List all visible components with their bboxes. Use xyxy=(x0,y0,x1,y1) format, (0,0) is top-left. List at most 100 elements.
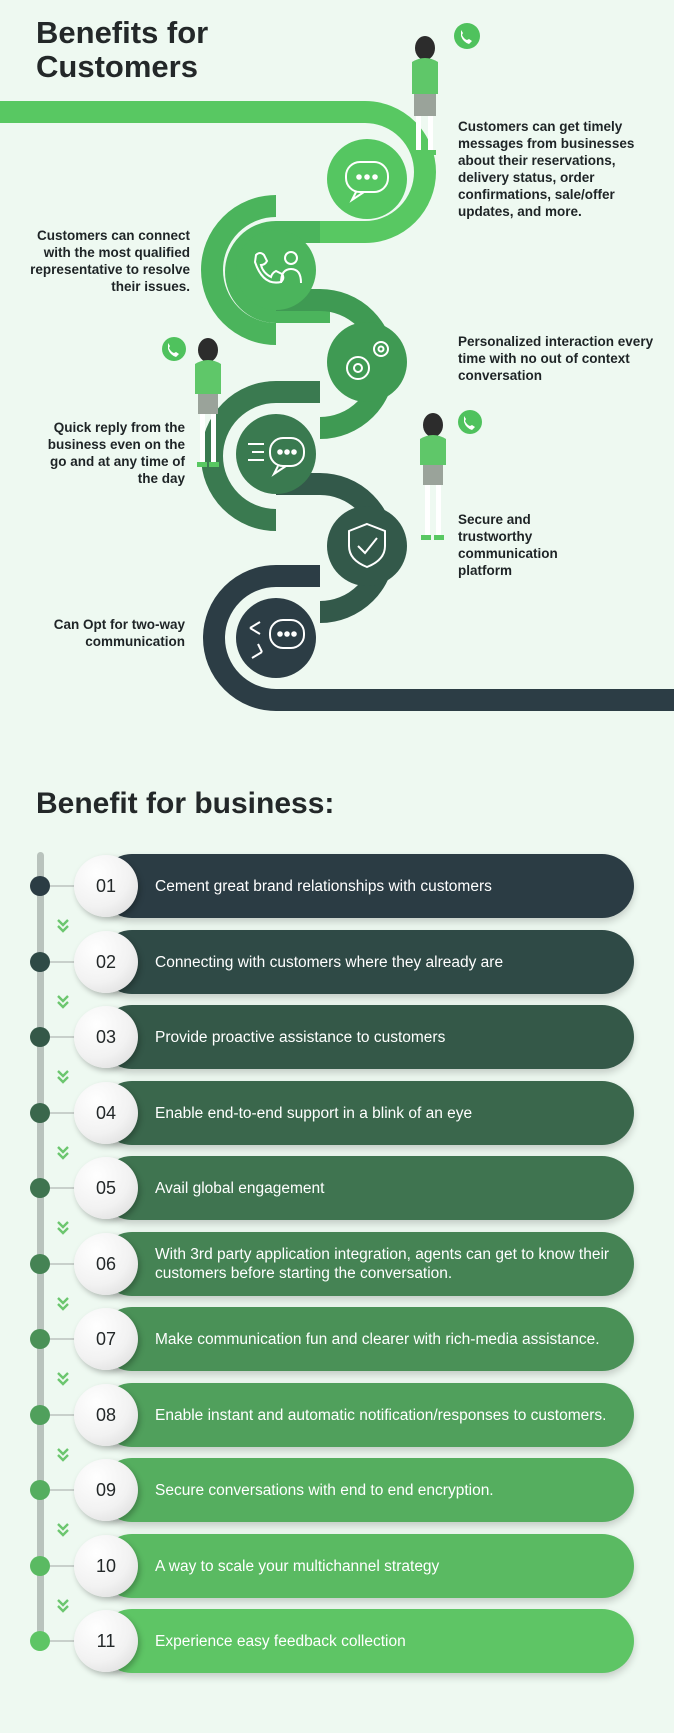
timeline-connector xyxy=(50,1036,80,1038)
woman-phone-illustration-1 xyxy=(412,36,438,155)
benefit-bar-text: With 3rd party application integration, … xyxy=(155,1246,610,1282)
chevron-down-icon xyxy=(57,1070,69,1084)
benefit-bar-text: Connecting with customers where they alr… xyxy=(155,953,504,971)
timeline-dot xyxy=(30,1103,50,1123)
benefit-bar: A way to scale your multichannel strateg… xyxy=(100,1534,634,1598)
business-benefit-row: A way to scale your multichannel strateg… xyxy=(0,1534,674,1598)
benefit-text-5: Secure and trustworthy communication pla… xyxy=(458,512,558,578)
timeline-connector xyxy=(50,961,80,963)
benefit-bar-text: Enable end-to-end support in a blink of … xyxy=(155,1104,473,1122)
benefit-number-badge: 10 xyxy=(74,1535,138,1597)
benefit-number-badge: 05 xyxy=(74,1157,138,1219)
timeline-dot xyxy=(30,1178,50,1198)
business-benefit-row: Enable end-to-end support in a blink of … xyxy=(0,1081,674,1145)
shield-check-icon xyxy=(348,522,386,569)
benefit-bar-text: Cement great brand relationships with cu… xyxy=(155,877,492,895)
chevron-down-icon xyxy=(57,1221,69,1235)
woman-phone-illustration-2 xyxy=(195,338,221,467)
timeline-dot xyxy=(30,1027,50,1047)
timeline-dot xyxy=(30,1405,50,1425)
timeline-connector xyxy=(50,1489,80,1491)
benefit-text-2: Customers can connect with the most qual… xyxy=(30,228,190,294)
benefit-circle-6 xyxy=(236,598,316,678)
business-benefit-row: Make communication fun and clearer with … xyxy=(0,1307,674,1371)
chevron-down-icon xyxy=(57,919,69,933)
benefit-text-1: Customers can get timely messages from b… xyxy=(458,119,635,219)
gears-icon xyxy=(346,341,389,380)
timeline-line xyxy=(37,852,44,1642)
path-segment-top xyxy=(0,101,436,173)
agents-phone-icon xyxy=(253,251,302,284)
business-benefit-row: Experience easy feedback collection 11 xyxy=(0,1609,674,1673)
benefit-number-badge: 09 xyxy=(74,1459,138,1521)
benefit-bar: Cement great brand relationships with cu… xyxy=(100,854,634,918)
benefit-bar: Provide proactive assistance to customer… xyxy=(100,1005,634,1069)
chevron-down-icon xyxy=(57,1599,69,1613)
path-segment-2b xyxy=(201,195,277,345)
benefit-circle-3 xyxy=(327,322,407,402)
customers-title-line2: Customers xyxy=(36,49,198,84)
business-benefit-row: Secure conversations with end to end enc… xyxy=(0,1458,674,1522)
benefit-circle-4 xyxy=(236,414,316,494)
timeline-dot xyxy=(30,1254,50,1274)
benefit-number-badge: 11 xyxy=(74,1610,138,1672)
customers-title: Benefits for Customers xyxy=(36,16,276,84)
business-title: Benefit for business: xyxy=(36,787,335,820)
timeline-connector xyxy=(50,1112,80,1114)
benefit-bar: Make communication fun and clearer with … xyxy=(100,1307,634,1371)
benefit-number-badge: 01 xyxy=(74,855,138,917)
business-benefit-row: Connecting with customers where they alr… xyxy=(0,930,674,994)
benefit-bar: Secure conversations with end to end enc… xyxy=(100,1458,634,1522)
benefit-circle-2 xyxy=(236,230,316,310)
timeline-connector xyxy=(50,1565,80,1567)
chevron-down-icon xyxy=(57,1523,69,1537)
benefit-bar-text: Secure conversations with end to end enc… xyxy=(155,1481,494,1499)
chevron-down-icon xyxy=(57,1372,69,1386)
benefit-bar-text: Provide proactive assistance to customer… xyxy=(155,1028,446,1046)
business-benefit-row: Avail global engagement 05 xyxy=(0,1156,674,1220)
benefit-bar-text: Avail global engagement xyxy=(155,1179,325,1197)
timeline-connector xyxy=(50,1338,80,1340)
business-benefit-row: Enable instant and automatic notificatio… xyxy=(0,1383,674,1447)
timeline-dot xyxy=(30,1480,50,1500)
timeline-connector xyxy=(50,885,80,887)
benefit-bar-text: Enable instant and automatic notificatio… xyxy=(155,1406,607,1424)
benefit-bar: Connecting with customers where they alr… xyxy=(100,930,634,994)
benefit-bar: With 3rd party application integration, … xyxy=(100,1232,634,1296)
two-way-chat-icon xyxy=(249,619,305,659)
path-segment-1 xyxy=(320,171,436,243)
chevron-down-icon xyxy=(57,1297,69,1311)
timeline-connector xyxy=(50,1263,80,1265)
customers-title-line1: Benefits for xyxy=(36,15,209,50)
benefit-text-6: Can Opt for two-way communication xyxy=(53,617,185,649)
benefit-bar: Enable instant and automatic notificatio… xyxy=(100,1383,634,1447)
benefit-number-badge: 04 xyxy=(74,1082,138,1144)
whatsapp-icon-2 xyxy=(162,337,186,361)
woman-phone-illustration-3 xyxy=(420,413,446,540)
fast-chat-icon xyxy=(248,437,305,477)
path-segment-6 xyxy=(202,565,674,711)
benefit-number-badge: 03 xyxy=(74,1006,138,1068)
benefit-bar-text: Experience easy feedback collection xyxy=(155,1632,406,1650)
timeline-connector xyxy=(50,1640,80,1642)
benefit-number-badge: 06 xyxy=(74,1233,138,1295)
winding-path-graphic xyxy=(0,23,674,711)
benefit-number-badge: 02 xyxy=(74,931,138,993)
benefit-circle-5 xyxy=(327,506,407,586)
business-benefit-row: Provide proactive assistance to customer… xyxy=(0,1005,674,1069)
timeline-dot xyxy=(30,1556,50,1576)
benefit-bar: Enable end-to-end support in a blink of … xyxy=(100,1081,634,1145)
timeline-dot xyxy=(30,1631,50,1651)
timeline-dot xyxy=(30,1329,50,1349)
chevron-down-icon xyxy=(57,1146,69,1160)
whatsapp-icon-3 xyxy=(458,410,482,434)
chat-bubble-icon xyxy=(345,161,389,203)
benefit-bar-text: Make communication fun and clearer with … xyxy=(155,1330,600,1348)
benefit-number-badge: 08 xyxy=(74,1384,138,1446)
business-benefit-row: Cement great brand relationships with cu… xyxy=(0,854,674,918)
benefit-circle-1 xyxy=(327,139,407,219)
benefit-bar: Experience easy feedback collection xyxy=(100,1609,634,1673)
chevron-down-icon xyxy=(57,995,69,1009)
benefit-text-4: Quick reply from the business even on th… xyxy=(47,420,185,486)
